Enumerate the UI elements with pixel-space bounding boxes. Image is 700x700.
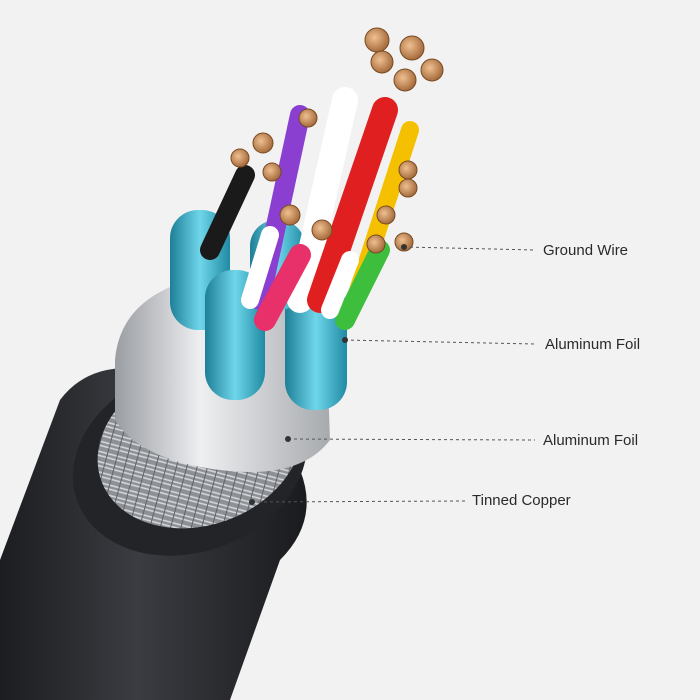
callout-aluminum-foil-inner: Aluminum Foil [545,336,641,353]
leader-aluminum-foil-outer [287,438,536,441]
callout-ground-wire: Ground Wire [543,242,629,259]
leader-aluminum-foil-inner [344,339,536,345]
leader-ground-wire [403,246,536,251]
copper-strands [230,27,444,254]
leader-lines [251,246,536,503]
callout-aluminum-foil-outer: Aluminum Foil [543,432,639,449]
callout-tinned-copper: Tinned Copper [472,492,571,509]
leader-dots [249,244,407,505]
insulated-wires [200,87,419,331]
